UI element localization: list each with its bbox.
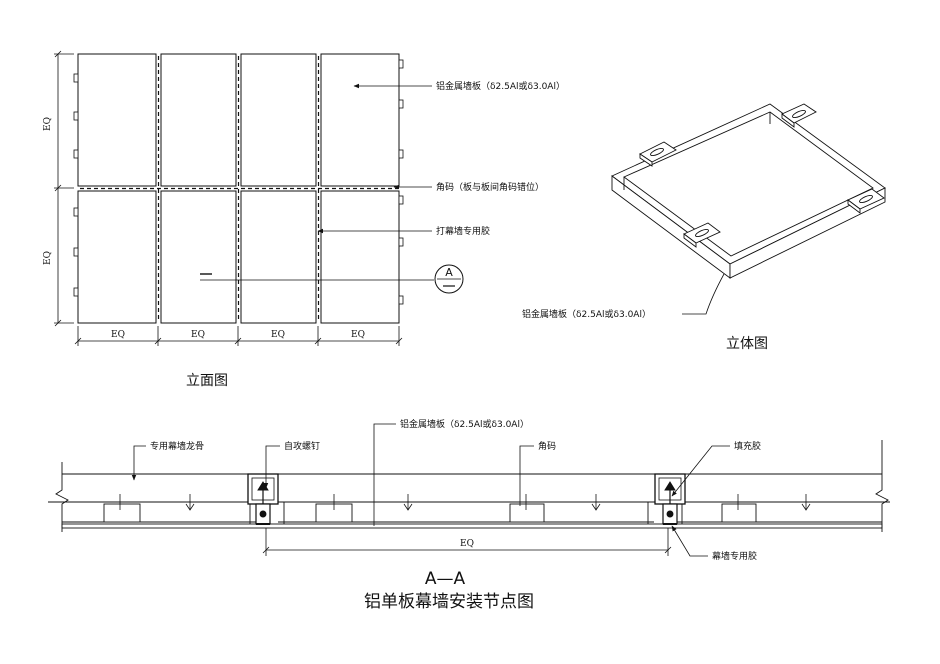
panel xyxy=(77,190,157,324)
break-line-right xyxy=(875,440,889,532)
corner-clip xyxy=(683,222,721,248)
tray-top-rim xyxy=(611,103,886,265)
section-subtitle: 铝单板幕墙安装节点图 xyxy=(364,592,534,612)
label-section-corner-code: 角码 xyxy=(538,440,556,452)
leader-screw xyxy=(263,445,280,489)
label-iso-panel: 铝金属墙板（δ2.5Al或δ3.0Al） xyxy=(522,308,651,320)
label-panel: 铝金属墙板（δ2.5Al或δ3.0Al） xyxy=(436,80,565,92)
section-marker: A xyxy=(434,264,464,294)
dim-label-eq: EQ xyxy=(43,117,53,131)
panel xyxy=(240,190,317,324)
section-marker-label: A xyxy=(445,266,453,279)
section-dimension xyxy=(262,528,672,556)
corner-clip xyxy=(639,141,677,167)
label-section-panel: 铝金属墙板（δ2.5Al或δ3.0Al） xyxy=(400,418,529,430)
dim-label-eq: EQ xyxy=(43,251,53,265)
panel xyxy=(77,53,157,187)
keel-tube-left xyxy=(247,473,279,525)
corner-clip xyxy=(781,103,817,128)
dim-label-eq: EQ xyxy=(460,539,474,549)
dim-label-eq: EQ xyxy=(191,330,205,340)
dim-label-eq: EQ xyxy=(111,330,125,340)
panel xyxy=(160,190,237,324)
elevation-caption: 立面图 xyxy=(186,373,228,389)
vertical-dimension xyxy=(54,50,74,327)
iso-caption: 立体图 xyxy=(726,336,768,352)
horizontal-dimension xyxy=(74,326,403,346)
section-view xyxy=(48,423,890,557)
panel xyxy=(240,53,317,187)
panel xyxy=(320,53,400,187)
panel xyxy=(160,53,237,187)
label-filler: 填充胶 xyxy=(734,440,761,452)
tray-side-wall xyxy=(729,187,886,279)
side-clips xyxy=(73,59,404,305)
section-title: A—A xyxy=(425,569,466,589)
leader-sealant xyxy=(671,525,708,557)
keel-tube-right xyxy=(654,473,686,525)
corner-clip xyxy=(847,188,885,214)
leader-panel xyxy=(373,423,396,526)
break-line-left xyxy=(55,462,69,532)
leader-filler xyxy=(671,445,730,497)
label-screw: 自攻螺钉 xyxy=(284,440,320,452)
leader-corner-code xyxy=(519,445,534,506)
panel-skin xyxy=(61,523,883,529)
panel xyxy=(320,190,400,324)
screw-marks xyxy=(119,494,811,511)
dim-label-eq: EQ xyxy=(351,330,365,340)
label-section-sealant: 幕墙专用胶 xyxy=(712,550,757,562)
elevation-view: EQ EQ EQ EQ EQ EQ 铝金属墙板（δ2.5Al或δ3.0Al） 角… xyxy=(43,50,565,389)
leader-iso-panel xyxy=(682,273,725,315)
label-sealant: 打幕墙专用胶 xyxy=(436,225,490,237)
dim-label-eq: EQ xyxy=(271,330,285,340)
label-corner-code: 角码（板与板间角码错位） xyxy=(436,181,544,193)
isometric-view xyxy=(611,103,886,315)
vertical-joints xyxy=(157,56,320,322)
corner-clips xyxy=(103,503,757,523)
leader-keel xyxy=(131,445,146,481)
label-keel: 专用幕墙龙骨 xyxy=(150,440,204,452)
